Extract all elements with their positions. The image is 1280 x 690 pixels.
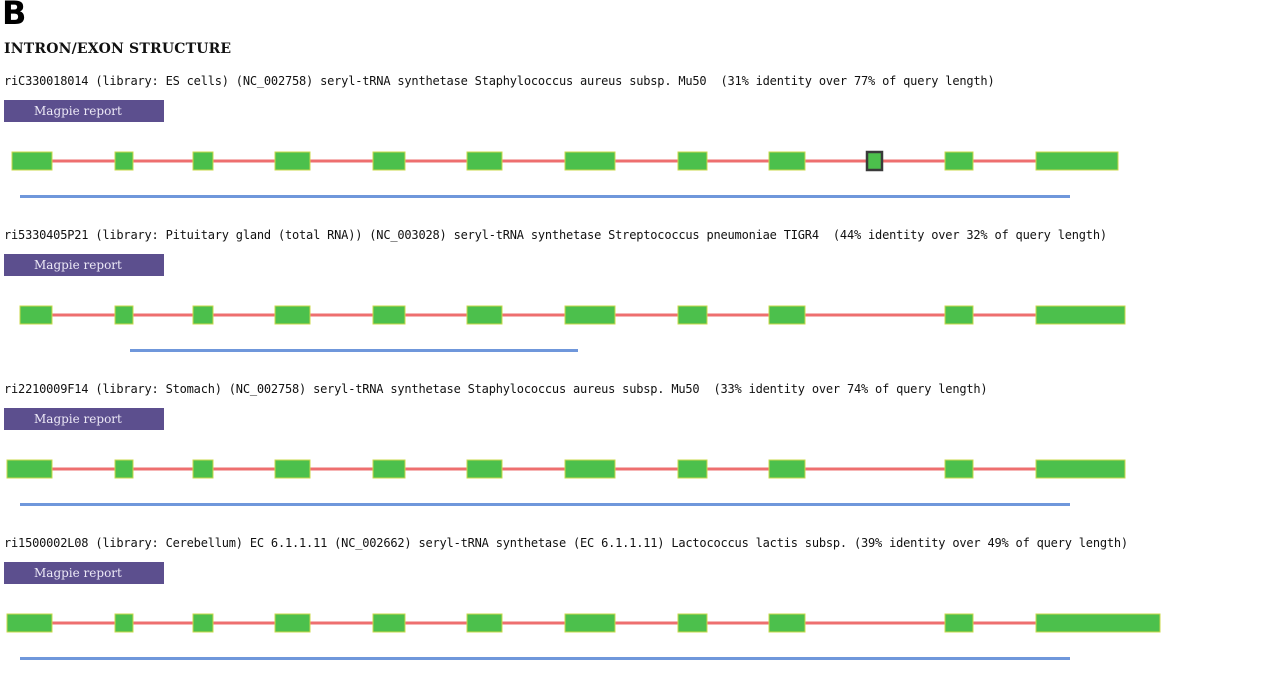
exon-block xyxy=(1035,305,1126,325)
exon-block xyxy=(944,613,974,633)
exon-block xyxy=(6,613,53,633)
exon-block xyxy=(192,151,214,171)
gene-structure-track xyxy=(6,459,1126,506)
exon-block xyxy=(466,305,503,325)
hit-description: ri2210009F14 (library: Stomach) (NC_0027… xyxy=(4,382,988,396)
exon-block xyxy=(466,459,503,479)
exon-block xyxy=(274,151,311,171)
exon-block xyxy=(564,151,616,171)
exon-block xyxy=(768,613,806,633)
exon-block xyxy=(114,305,134,325)
exon-block xyxy=(944,151,974,171)
exon-block xyxy=(1035,613,1161,633)
magpie-report-button[interactable]: Magpie report xyxy=(4,408,164,430)
gene-structure-track xyxy=(6,613,1161,660)
exon-block xyxy=(6,459,53,479)
exon-block xyxy=(192,305,214,325)
alignment-line xyxy=(20,195,1070,198)
gene-structure-track xyxy=(11,150,1119,198)
exon-block xyxy=(564,613,616,633)
exon-block xyxy=(372,151,406,171)
hit-description: riC330018014 (library: ES cells) (NC_002… xyxy=(4,74,995,88)
gene-entry: riC330018014 (library: ES cells) (NC_002… xyxy=(0,74,1280,228)
exon-block xyxy=(114,459,134,479)
exon-block xyxy=(677,613,708,633)
alignment-line xyxy=(20,657,1070,660)
exon-block xyxy=(944,305,974,325)
exon-block xyxy=(1035,151,1119,171)
exon-block xyxy=(466,613,503,633)
exon-block xyxy=(466,151,503,171)
gene-entry: ri2210009F14 (library: Stomach) (NC_0027… xyxy=(0,382,1280,536)
magpie-report-button[interactable]: Magpie report xyxy=(4,562,164,584)
hit-description: ri1500002L08 (library: Cerebellum) EC 6.… xyxy=(4,536,1128,550)
gene-entry: ri1500002L08 (library: Cerebellum) EC 6.… xyxy=(0,536,1280,690)
exon-block xyxy=(372,305,406,325)
gene-entry: ri5330405P21 (library: Pituitary gland (… xyxy=(0,228,1280,382)
exon-block xyxy=(677,151,708,171)
exon-block xyxy=(114,151,134,171)
exon-block xyxy=(372,459,406,479)
exon-block xyxy=(372,613,406,633)
exon-block xyxy=(564,305,616,325)
magpie-report-button[interactable]: Magpie report xyxy=(4,100,164,122)
gene-structure-track xyxy=(19,305,1126,352)
exon-block xyxy=(274,305,311,325)
exon-block xyxy=(11,151,53,171)
exon-block xyxy=(768,151,806,171)
exon-block xyxy=(677,305,708,325)
magpie-report-button[interactable]: Magpie report xyxy=(4,254,164,276)
hit-description: ri5330405P21 (library: Pituitary gland (… xyxy=(4,228,1107,242)
exon-block xyxy=(944,459,974,479)
exon-block xyxy=(114,613,134,633)
exon-block xyxy=(564,459,616,479)
exon-block xyxy=(274,613,311,633)
highlighted-exon xyxy=(865,150,884,172)
section-title: INTRON/EXON STRUCTURE xyxy=(4,41,232,57)
exon-block xyxy=(768,459,806,479)
alignment-line xyxy=(20,503,1070,506)
exon-block xyxy=(1035,459,1126,479)
panel-letter: B xyxy=(2,0,27,32)
exon-block xyxy=(192,459,214,479)
exon-block xyxy=(768,305,806,325)
exon-block xyxy=(677,459,708,479)
alignment-line xyxy=(130,349,578,352)
exon-block xyxy=(274,459,311,479)
exon-block xyxy=(19,305,53,325)
exon-block xyxy=(192,613,214,633)
